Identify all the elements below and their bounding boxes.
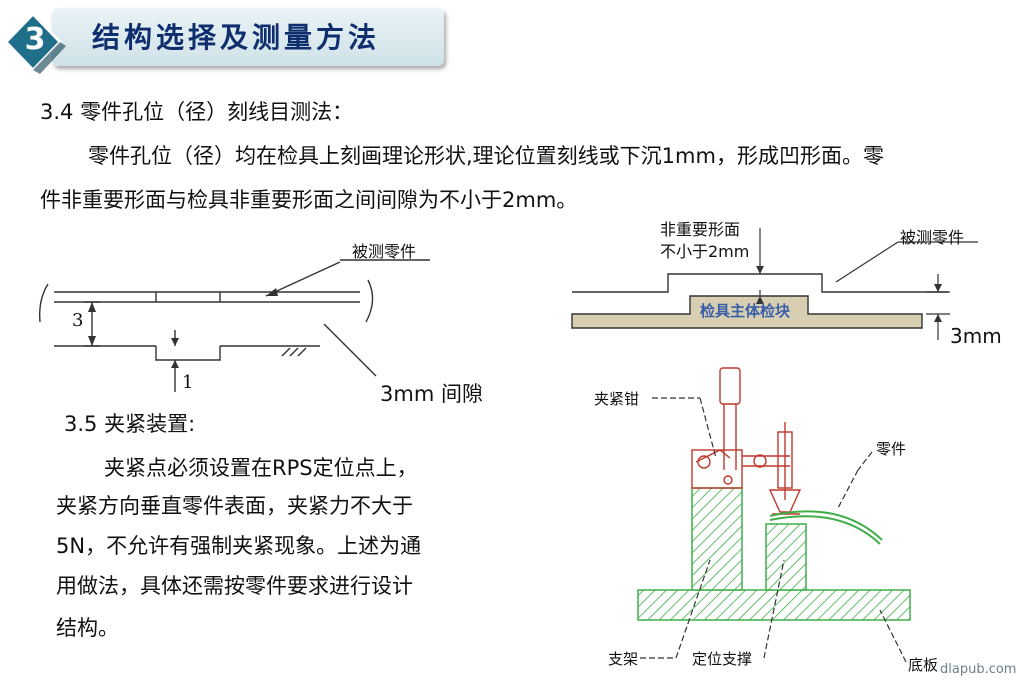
left-part-label: 被测零件 <box>352 242 417 261</box>
left-dim-1: 1 <box>182 372 194 393</box>
right-part-label: 被测零件 <box>900 228 965 247</box>
section-header-bar <box>52 8 444 66</box>
right-line2-label: 不小于2mm <box>660 242 750 261</box>
section-3-5-line2: 夹紧方向垂直零件表面，夹紧力不大于 <box>56 494 413 518</box>
subsection-3-4-heading: 3.4 零件孔位（径）刻线目测法： <box>40 100 354 124</box>
left-dim-3: 3 <box>72 310 84 331</box>
right-line1-label: 非重要形面 <box>660 220 741 239</box>
section-3-5-line1: 夹紧点必须设置在RPS定位点上， <box>104 456 418 480</box>
clamp-label: 夹紧钳 <box>594 390 640 408</box>
bracket-label: 支架 <box>608 650 639 668</box>
clamp-part-label: 零件 <box>876 440 907 458</box>
section-3-5-line4: 用做法，具体还需按零件要求进行设计 <box>56 574 413 598</box>
right-dim-3mm: 3mm <box>950 324 1002 348</box>
section-3-4-paragraph-line2: 件非重要形面与检具非重要形面之间间隙为不小于2mm。 <box>40 188 578 212</box>
section-3-4-paragraph-line1: 零件孔位（径）均在检具上刻画理论形状,理论位置刻线或下沉1mm，形成凹形面。零 <box>88 144 884 168</box>
section-3-5-line3: 5N，不允许有强制夹紧现象。上述为通 <box>56 534 422 558</box>
section-3-5-line5: 结构。 <box>56 616 119 640</box>
locating-support-label: 定位支撑 <box>692 650 753 668</box>
watermark: dlapub.com <box>940 662 1017 677</box>
section-title: 结构选择及测量方法 <box>92 21 381 54</box>
left-gap-label: 3mm 间隙 <box>380 382 483 406</box>
base-plate-label: 底板 <box>908 656 939 674</box>
section-number: 3 <box>24 22 46 57</box>
subsection-3-5-heading: 3.5 夹紧装置: <box>64 412 196 436</box>
block-label: 检具主体检块 <box>700 302 791 320</box>
